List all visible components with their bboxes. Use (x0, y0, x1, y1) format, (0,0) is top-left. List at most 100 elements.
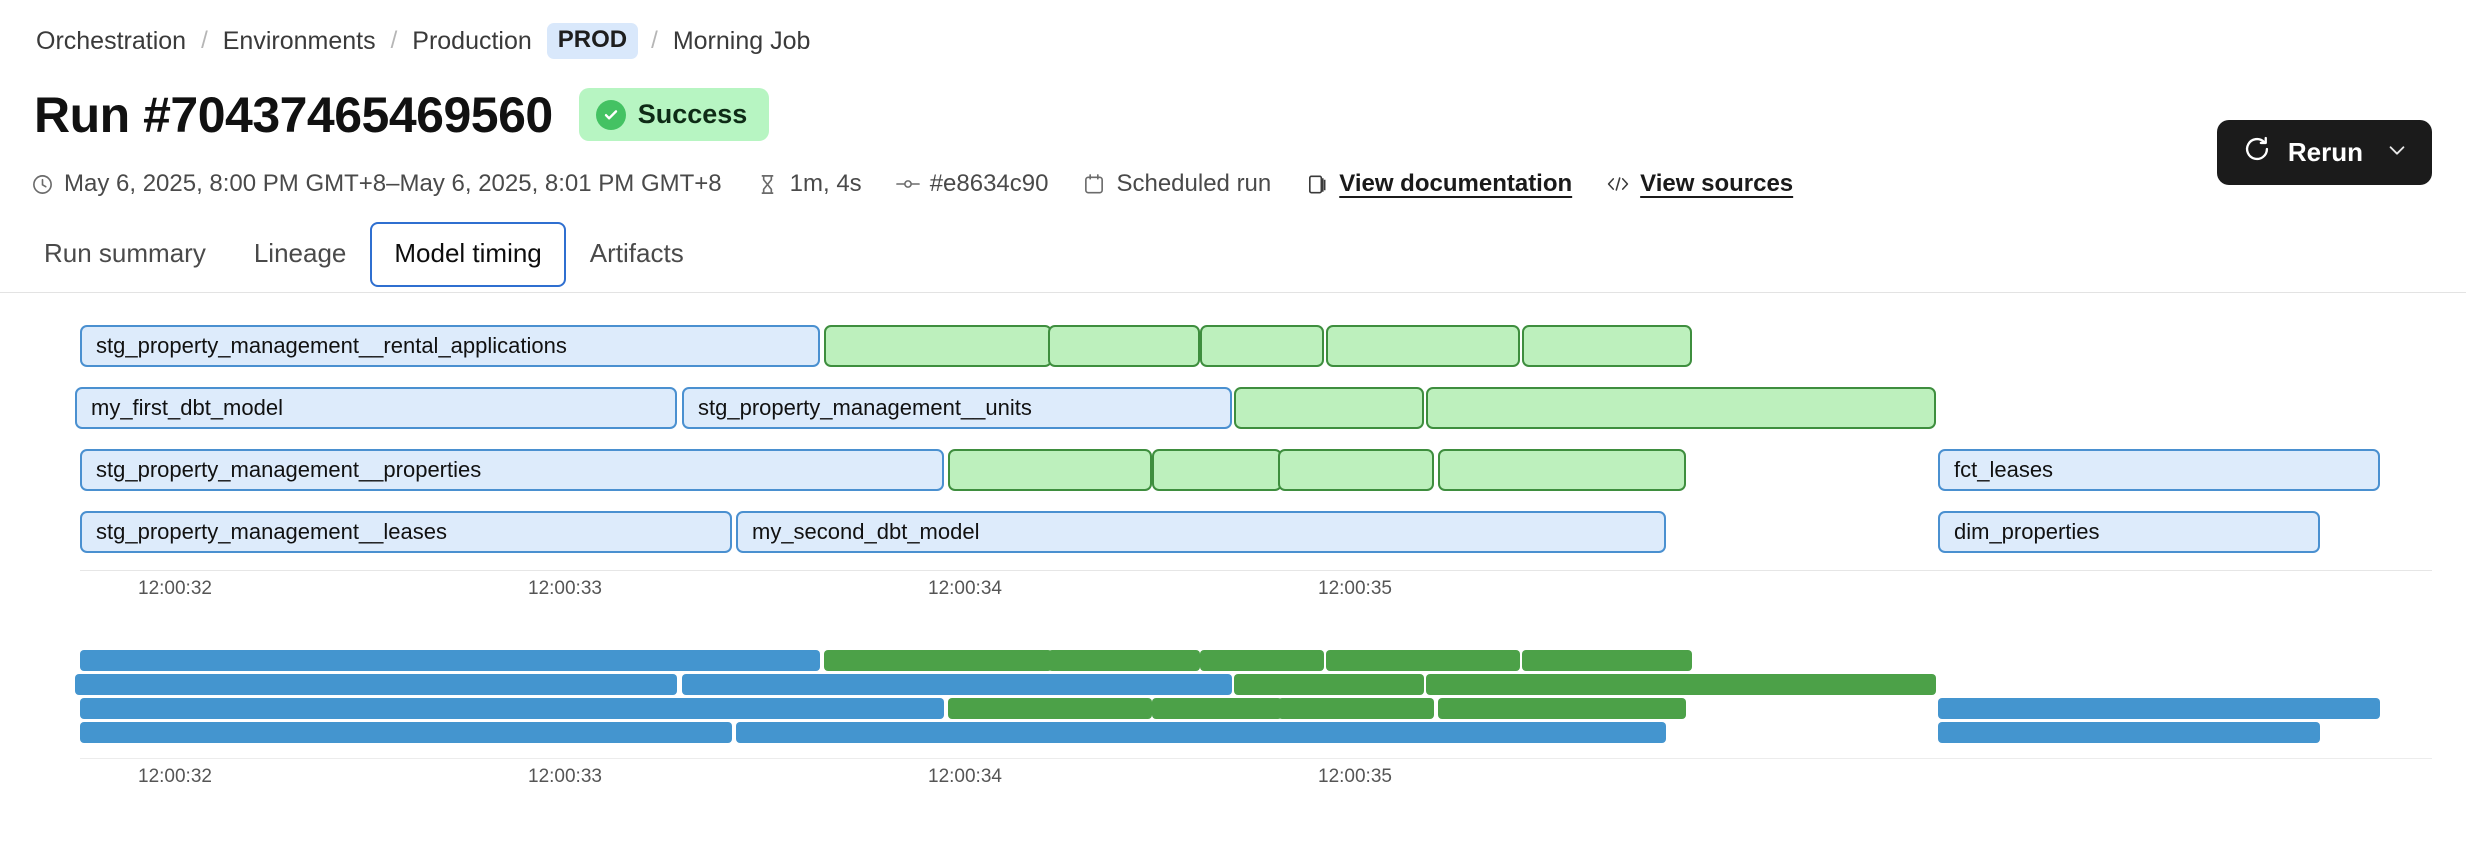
minimap-axis-ticks: 12:00:32 12:00:33 12:00:34 12:00:35 (0, 766, 2466, 792)
minimap-bar-test[interactable] (1200, 650, 1324, 671)
minimap-bar-model[interactable] (682, 674, 1232, 695)
gantt-bar-test[interactable] (1048, 325, 1200, 367)
tab-run-summary[interactable]: Run summary (44, 238, 206, 268)
status-badge: Success (578, 88, 770, 141)
breadcrumb-separator: / (651, 27, 658, 54)
code-icon (1606, 174, 1630, 194)
view-sources-link[interactable]: View sources (1606, 170, 1793, 198)
gantt-bar-test[interactable] (1326, 325, 1520, 367)
meta-timerange-label: May 6, 2025, 8:00 PM GMT+8–May 6, 2025, … (64, 170, 722, 197)
minimap-row (0, 696, 2466, 720)
view-documentation-label[interactable]: View documentation (1339, 170, 1573, 197)
clock-icon (30, 173, 54, 196)
gantt-bar-test[interactable] (1522, 325, 1692, 367)
gantt-bar-test[interactable] (1426, 387, 1936, 429)
chevron-down-icon[interactable] (2386, 137, 2408, 168)
minimap-bar-model[interactable] (1938, 722, 2320, 743)
breadcrumb-env-badge-prod: PROD (546, 23, 639, 59)
gantt-row: stg_property_management__rental_applicat… (0, 320, 2466, 382)
minimap-axis-tick: 12:00:34 (928, 766, 1002, 787)
minimap-row (0, 672, 2466, 696)
minimap-bar-test[interactable] (1278, 698, 1434, 719)
gantt-bar-stg_property_management__leases[interactable]: stg_property_management__leases (80, 511, 732, 553)
minimap-bar-model[interactable] (80, 650, 820, 671)
breadcrumb-item-morning-job[interactable]: Morning Job (672, 26, 811, 55)
gantt-bar-stg_property_management__properties[interactable]: stg_property_management__properties (80, 449, 944, 491)
minimap-axis-tick: 12:00:33 (528, 766, 602, 787)
meta-commit: #e8634c90 (895, 170, 1049, 198)
breadcrumb-item-environments[interactable]: Environments (222, 26, 376, 55)
meta-duration-label: 1m, 4s (789, 170, 862, 197)
minimap-bar-model[interactable] (1938, 698, 2380, 719)
tab-bar: Run summary Lineage Model timing Artifac… (20, 222, 708, 288)
tab-bar-divider (0, 292, 2466, 293)
book-icon (1305, 173, 1329, 196)
minimap-axis-tick: 12:00:35 (1318, 766, 1392, 787)
gantt-axis-ticks: 12:00:32 12:00:33 12:00:34 12:00:35 (0, 578, 2466, 604)
breadcrumb-separator: / (390, 27, 398, 54)
run-metadata: May 6, 2025, 8:00 PM GMT+8–May 6, 2025, … (30, 170, 1827, 198)
view-sources-label[interactable]: View sources (1640, 170, 1794, 197)
gantt-bar-test[interactable] (1278, 449, 1434, 491)
minimap-bar-test[interactable] (948, 698, 1152, 719)
tab-lineage[interactable]: Lineage (253, 238, 347, 268)
rerun-label: Rerun (2287, 137, 2363, 167)
gantt-bar-my_first_dbt_model[interactable]: my_first_dbt_model (75, 387, 677, 429)
minimap-bar-test[interactable] (1326, 650, 1520, 671)
meta-timerange: May 6, 2025, 8:00 PM GMT+8–May 6, 2025, … (30, 170, 722, 198)
minimap-bar-model[interactable] (736, 722, 1666, 743)
meta-trigger-label: Scheduled run (1116, 170, 1272, 197)
meta-commit-label: #e8634c90 (929, 170, 1049, 197)
commit-icon (895, 174, 920, 194)
model-timing-minimap[interactable] (0, 648, 2466, 744)
title-row: Run #70437465469560 Success (34, 86, 770, 143)
gantt-bar-test[interactable] (1438, 449, 1686, 491)
gantt-axis-tick: 12:00:34 (928, 578, 1002, 599)
breadcrumb-item-orchestration[interactable]: Orchestration (36, 26, 187, 55)
model-timing-gantt: stg_property_management__rental_applicat… (0, 320, 2466, 568)
gantt-row: stg_property_management__properties fct_l… (0, 444, 2466, 506)
gantt-bar-fct_leases[interactable]: fct_leases (1938, 449, 2380, 491)
gantt-bar-test[interactable] (824, 325, 1052, 367)
gantt-axis-rule (80, 570, 2432, 571)
gantt-bar-my_second_dbt_model[interactable]: my_second_dbt_model (736, 511, 1666, 553)
minimap-bar-test[interactable] (1522, 650, 1692, 671)
meta-trigger: Scheduled run (1082, 170, 1271, 198)
gantt-axis-tick: 12:00:35 (1318, 578, 1392, 599)
minimap-bar-test[interactable] (1426, 674, 1936, 695)
gantt-bar-stg_property_management__rental_applications[interactable]: stg_property_management__rental_applicat… (80, 325, 820, 367)
minimap-bar-test[interactable] (824, 650, 1052, 671)
refresh-icon (2243, 135, 2271, 170)
page-title: Run #70437465469560 (34, 86, 553, 143)
gantt-bar-stg_property_management__units[interactable]: stg_property_management__units (682, 387, 1232, 429)
breadcrumb: Orchestration / Environments / Productio… (34, 23, 812, 59)
minimap-bar-test[interactable] (1438, 698, 1686, 719)
minimap-bar-model[interactable] (75, 674, 677, 695)
breadcrumb-separator: / (201, 27, 208, 54)
tab-model-timing[interactable]: Model timing (370, 222, 566, 288)
gantt-bar-dim_properties[interactable]: dim_properties (1938, 511, 2320, 553)
check-circle-icon (595, 99, 626, 130)
gantt-axis-tick: 12:00:33 (528, 578, 602, 599)
tab-artifacts[interactable]: Artifacts (589, 238, 684, 268)
minimap-bar-test[interactable] (1234, 674, 1424, 695)
gantt-axis-tick: 12:00:32 (138, 578, 212, 599)
status-label: Success (637, 99, 748, 129)
view-documentation-link[interactable]: View documentation (1305, 170, 1572, 198)
gantt-bar-test[interactable] (1152, 449, 1282, 491)
minimap-axis-rule (80, 758, 2432, 759)
minimap-bar-model[interactable] (80, 722, 732, 743)
rerun-button[interactable]: Rerun (2216, 120, 2432, 185)
gantt-bar-test[interactable] (948, 449, 1152, 491)
minimap-bar-model[interactable] (80, 698, 944, 719)
gantt-bar-test[interactable] (1200, 325, 1324, 367)
minimap-bar-test[interactable] (1152, 698, 1282, 719)
calendar-icon (1082, 173, 1106, 196)
meta-duration: 1m, 4s (756, 170, 862, 198)
minimap-row (0, 720, 2466, 744)
minimap-bar-test[interactable] (1048, 650, 1200, 671)
gantt-bar-test[interactable] (1234, 387, 1424, 429)
minimap-axis-tick: 12:00:32 (138, 766, 212, 787)
breadcrumb-item-production[interactable]: Production (412, 26, 532, 55)
